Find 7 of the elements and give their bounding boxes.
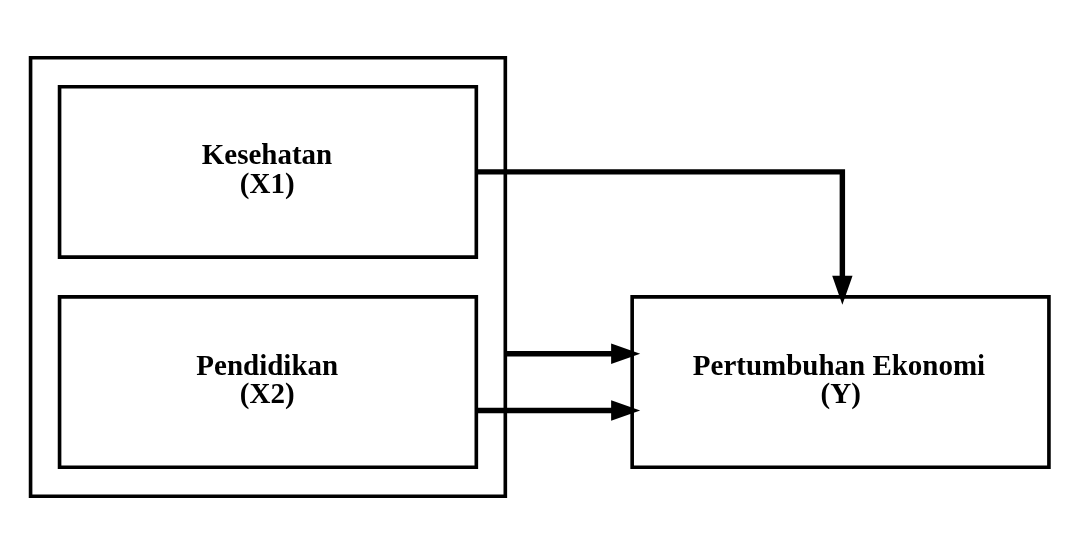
arrow (505, 343, 641, 364)
node-box: Pertumbuhan Ekonomi (Y) (630, 295, 1051, 470)
cluster (28, 55, 508, 499)
node-box: Kesehatan (X1) (57, 84, 479, 259)
node-box: Pendidikan (X2) (57, 295, 479, 470)
arrow (476, 169, 853, 305)
arrow (477, 400, 641, 421)
